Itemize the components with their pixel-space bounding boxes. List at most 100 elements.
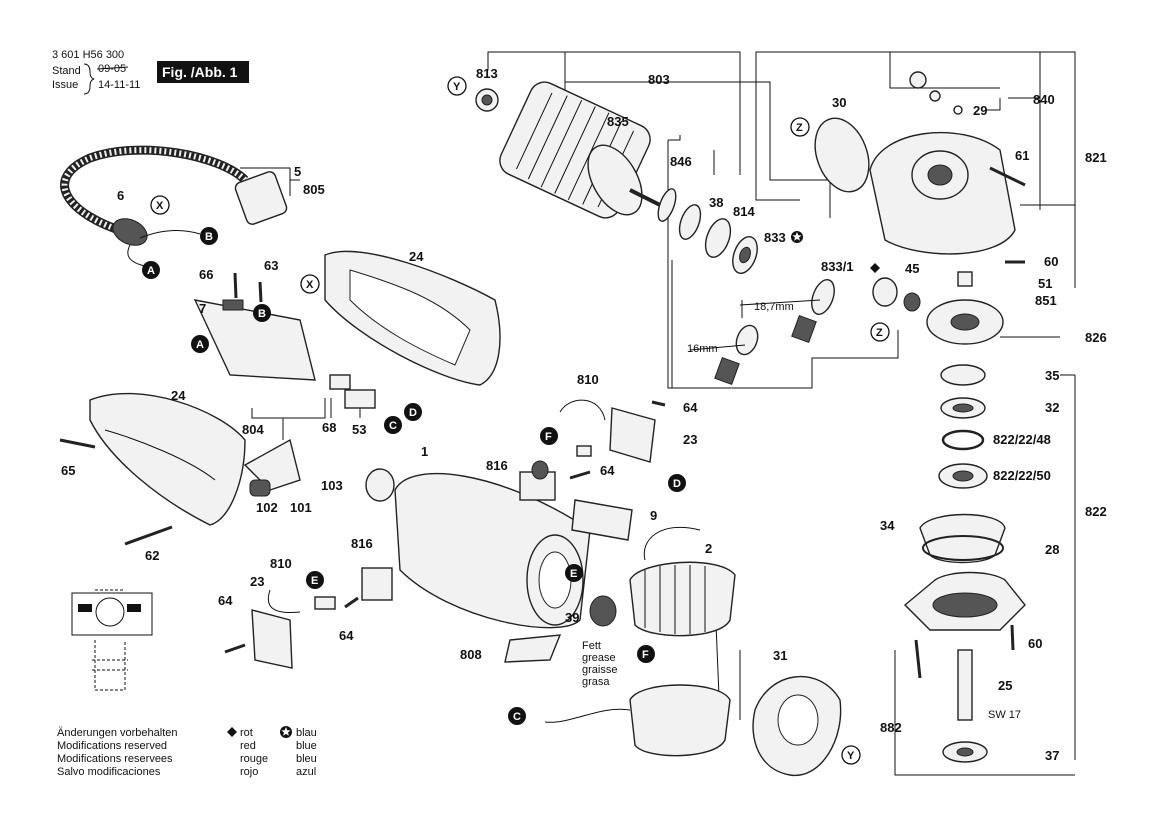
label-23a: 23 (683, 432, 697, 447)
header-brace (83, 63, 95, 95)
cap-103 (365, 468, 395, 502)
doc-number: 3 601 H56 300 (52, 49, 124, 61)
svg-text:X: X (156, 200, 164, 212)
legend: Änderungen vorbehalten Modifications res… (57, 726, 317, 778)
legend-note-de: Änderungen vorbehalten (57, 727, 177, 739)
label-833-1: 833/1 (821, 259, 854, 274)
connection-markers: A A B B C C D D E E F F (142, 227, 686, 725)
svg-text:A: A (147, 265, 155, 277)
dimension-16mm: 16mm (687, 343, 718, 355)
svg-text:X: X (306, 279, 314, 291)
label-62: 62 (145, 548, 159, 563)
label-68: 68 (322, 420, 336, 435)
marker-b-2 (253, 304, 271, 322)
brush-holders (224, 399, 666, 669)
label-808: 808 (460, 647, 482, 662)
armature (475, 81, 661, 219)
marker-d-1 (404, 403, 422, 421)
label-39: 39 (565, 610, 579, 625)
label-60a: 60 (1044, 254, 1058, 269)
svg-text:F: F (642, 649, 649, 661)
label-24b: 24 (171, 388, 186, 403)
issue-label: Issue (52, 79, 78, 91)
svg-text:B: B (205, 231, 213, 243)
svg-text:bleu: bleu (296, 753, 317, 765)
label-826: 826 (1085, 330, 1107, 345)
label-813: 813 (476, 66, 498, 81)
label-102: 102 (256, 500, 278, 515)
grease-fr: graisse (582, 664, 617, 676)
marker-z-1 (790, 117, 810, 137)
label-51: 51 (1038, 276, 1052, 291)
part-labels: 813 803 835 846 38 814 833 833/1 30 29 8… (61, 66, 1107, 763)
svg-text:Y: Y (453, 81, 461, 93)
label-822-22-50: 822/22/50 (993, 468, 1051, 483)
stand-label: Stand (52, 65, 81, 77)
gear-housing (814, 71, 1026, 345)
motor-housing (365, 468, 633, 663)
label-851: 851 (1035, 293, 1057, 308)
header: 3 601 H56 300 Stand Issue 09-05 14-11-11… (52, 49, 249, 95)
label-814: 814 (733, 204, 755, 219)
marker-d-2 (668, 474, 686, 492)
brush-23a (609, 407, 656, 463)
marker-c-1 (384, 416, 402, 434)
cord-sleeve (112, 218, 148, 246)
label-6: 6 (117, 188, 124, 203)
plug (234, 171, 288, 225)
marker-y-2 (841, 745, 861, 765)
label-29: 29 (973, 103, 987, 118)
label-28: 28 (1045, 542, 1059, 557)
label-63: 63 (264, 258, 278, 273)
fig-label-box (157, 61, 249, 83)
label-846: 846 (670, 154, 692, 169)
label-816b: 816 (351, 536, 373, 551)
marker-a-2 (191, 335, 209, 353)
label-816a: 816 (486, 458, 508, 473)
marker-y-1 (447, 76, 467, 96)
label-60b: 60 (1028, 636, 1042, 651)
fig-label: Fig. /Abb. 1 (162, 64, 238, 80)
svg-text:A: A (196, 339, 204, 351)
legend-note-es: Salvo modificaciones (57, 766, 161, 778)
label-64d: 64 (339, 628, 354, 643)
marker-f-1 (540, 427, 558, 445)
marker-x-2 (300, 274, 320, 294)
marker-z-2 (870, 322, 890, 342)
svg-text:E: E (311, 575, 318, 587)
label-23b: 23 (250, 574, 264, 589)
label-37: 37 (1045, 748, 1059, 763)
plate-9 (571, 499, 633, 541)
brush-23b (251, 609, 293, 669)
svg-text:azul: azul (296, 766, 316, 778)
wrench-size: SW 17 (988, 709, 1021, 721)
spring-102 (249, 479, 271, 497)
label-840: 840 (1033, 92, 1055, 107)
svg-text:rojo: rojo (240, 766, 258, 778)
label-7: 7 (199, 301, 206, 316)
label-34: 34 (880, 518, 895, 533)
label-35: 35 (1045, 368, 1059, 383)
legend-note-en: Modifications reserved (57, 740, 167, 752)
svg-text:Z: Z (876, 327, 883, 339)
label-64b: 64 (600, 463, 615, 478)
label-822: 822 (1085, 504, 1107, 519)
label-803: 803 (648, 72, 670, 87)
issue-date: 14-11-11 (98, 79, 140, 91)
grease-de: Fett (582, 640, 601, 652)
reference-markers: Y Y X X Z Z (150, 76, 890, 765)
label-32: 32 (1045, 400, 1059, 415)
svg-text:blau: blau (296, 727, 317, 739)
label-45: 45 (905, 261, 919, 276)
diamond-mark-833 (870, 263, 880, 273)
label-25: 25 (998, 678, 1012, 693)
diamond-icon (227, 727, 237, 737)
label-882: 882 (880, 720, 902, 735)
svg-text:rot: rot (240, 727, 253, 739)
svg-text:Z: Z (796, 122, 803, 134)
strike-line (96, 66, 129, 70)
marker-e-2 (565, 564, 583, 582)
label-64a: 64 (683, 400, 698, 415)
label-65: 65 (61, 463, 75, 478)
